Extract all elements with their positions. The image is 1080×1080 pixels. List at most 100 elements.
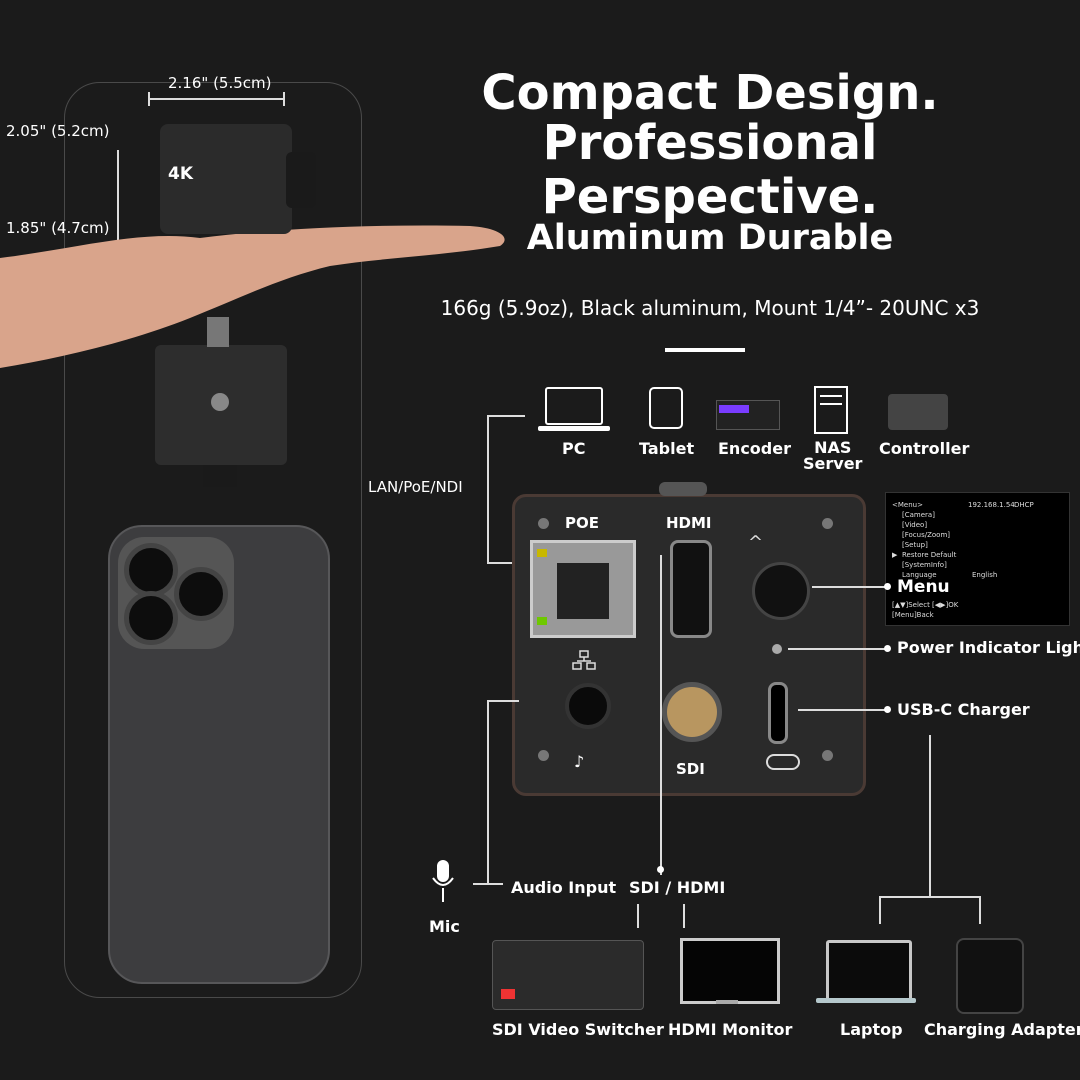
- charging-adapter-image: [956, 938, 1024, 1014]
- hdmi-label: HDMI: [666, 514, 712, 532]
- lan-line: [487, 415, 489, 563]
- camera-top-image: 4K: [160, 124, 316, 234]
- power-label: Power Indicator Light: [897, 638, 1080, 657]
- server-icon: [814, 386, 848, 434]
- menu-dot: [884, 583, 891, 590]
- usb-c-icon: [766, 754, 800, 770]
- menu-hint: [Menu]Back: [892, 611, 934, 619]
- menu-line: [812, 586, 888, 588]
- subtitle: Aluminum Durable: [526, 218, 894, 258]
- audio-line: [487, 700, 489, 884]
- output-charging-adapter: Charging Adapter: [924, 1020, 1080, 1039]
- dim-tick: [148, 92, 150, 106]
- headline-line-2: Professional Perspective.: [541, 115, 879, 225]
- sdi-label: SDI: [676, 760, 705, 778]
- joystick-up-arrow: ^: [748, 532, 764, 553]
- hand-image: [0, 225, 505, 368]
- dim-height-line: [117, 150, 119, 242]
- usb-c-port[interactable]: [768, 682, 788, 744]
- audio-jack[interactable]: [565, 683, 611, 729]
- device-nas-server: NAS Server: [803, 438, 863, 473]
- sdi-switcher-image: [492, 940, 644, 1010]
- menu-joystick[interactable]: [752, 562, 810, 620]
- laptop-base: [816, 998, 916, 1003]
- device-controller: Controller: [879, 439, 970, 458]
- top-connector: [659, 482, 707, 496]
- audio-line: [487, 700, 519, 702]
- charge-line: [879, 896, 981, 898]
- menu-hint: [▲▼]Select [◀▶]OK: [892, 601, 959, 609]
- menu-language-value: English: [972, 571, 998, 579]
- usbc-dot: [884, 706, 891, 713]
- divider-bar: [665, 348, 745, 352]
- encoder-light: [719, 405, 749, 413]
- phone-lens: [124, 543, 178, 597]
- output-sdi-switcher: SDI Video Switcher: [492, 1020, 664, 1039]
- rj45-port[interactable]: [530, 540, 636, 638]
- output-hdmi-monitor: HDMI Monitor: [668, 1020, 793, 1039]
- mount-screw: [211, 393, 229, 411]
- dim-width: 2.16" (5.5cm): [168, 74, 272, 92]
- screw: [538, 750, 549, 761]
- hdmi-port[interactable]: [670, 540, 712, 638]
- dim-depth: 2.05" (5.2cm): [6, 122, 110, 140]
- laptop-image: [826, 940, 912, 1002]
- screw: [822, 750, 833, 761]
- encoder-icon: [716, 400, 780, 430]
- power-led: [772, 644, 782, 654]
- charge-line: [929, 735, 931, 897]
- sdi-line: [683, 904, 685, 928]
- port-led: [537, 549, 547, 557]
- charge-line: [879, 896, 881, 924]
- output-laptop: Laptop: [840, 1020, 903, 1039]
- bnc-connector: [207, 317, 229, 347]
- phone-lens: [174, 567, 228, 621]
- monitor-stand: [716, 1000, 738, 1004]
- usbc-label: USB-C Charger: [897, 700, 1030, 719]
- camera-lens: [286, 152, 316, 208]
- camera-bottom-image: [155, 317, 287, 487]
- menu-label: Menu: [897, 577, 950, 597]
- port-led: [537, 617, 547, 625]
- menu-item: [Focus/Zoom]: [902, 531, 950, 539]
- lan-line: [487, 415, 525, 417]
- menu-screen-title: <Menu>: [892, 501, 923, 509]
- port-socket: [557, 563, 609, 619]
- audio-line: [473, 883, 503, 885]
- controller-icon: [888, 394, 948, 430]
- menu-screen: <Menu> 192.168.1.54 DHCP [Camera] [Video…: [885, 492, 1070, 626]
- camera-badge: 4K: [168, 164, 194, 184]
- menu-item: [Camera]: [902, 511, 935, 519]
- sdi-dot: [657, 866, 664, 873]
- screw: [822, 518, 833, 529]
- menu-screen-ip: 192.168.1.54: [968, 501, 1015, 509]
- usbc-line: [798, 709, 888, 711]
- menu-item: [SystemInfo]: [902, 561, 947, 569]
- menu-item: [Video]: [902, 521, 928, 529]
- laptop-icon: [538, 387, 610, 431]
- device-tablet: Tablet: [639, 439, 695, 458]
- sdi-bnc-port[interactable]: [662, 682, 722, 742]
- dim-tick: [283, 92, 285, 106]
- dim-height: 1.85" (4.7cm): [6, 219, 110, 237]
- lan-icon: [572, 650, 596, 670]
- audio-icon: ♪: [574, 752, 585, 771]
- power-line: [788, 648, 888, 650]
- menu-screen-mode: DHCP: [1014, 501, 1034, 509]
- phone-camera-bump: [118, 537, 234, 649]
- sdi-line: [660, 555, 662, 875]
- device-pc: PC: [562, 439, 586, 458]
- lan-line: [487, 562, 531, 564]
- size-frame: [64, 82, 362, 998]
- phone-lens: [124, 591, 178, 645]
- device-encoder: Encoder: [718, 439, 791, 458]
- sdi-hdmi-label: SDI / HDMI: [629, 878, 726, 897]
- sdi-line: [637, 904, 639, 928]
- spec-text: 166g (5.9oz), Black aluminum, Mount 1/4”…: [440, 296, 980, 320]
- mic-icon: [432, 860, 454, 902]
- power-dot: [884, 645, 891, 652]
- lan-label: LAN/PoE/NDI: [368, 478, 463, 496]
- menu-item: Language: [902, 571, 937, 579]
- charge-line: [979, 896, 981, 924]
- screw: [538, 518, 549, 529]
